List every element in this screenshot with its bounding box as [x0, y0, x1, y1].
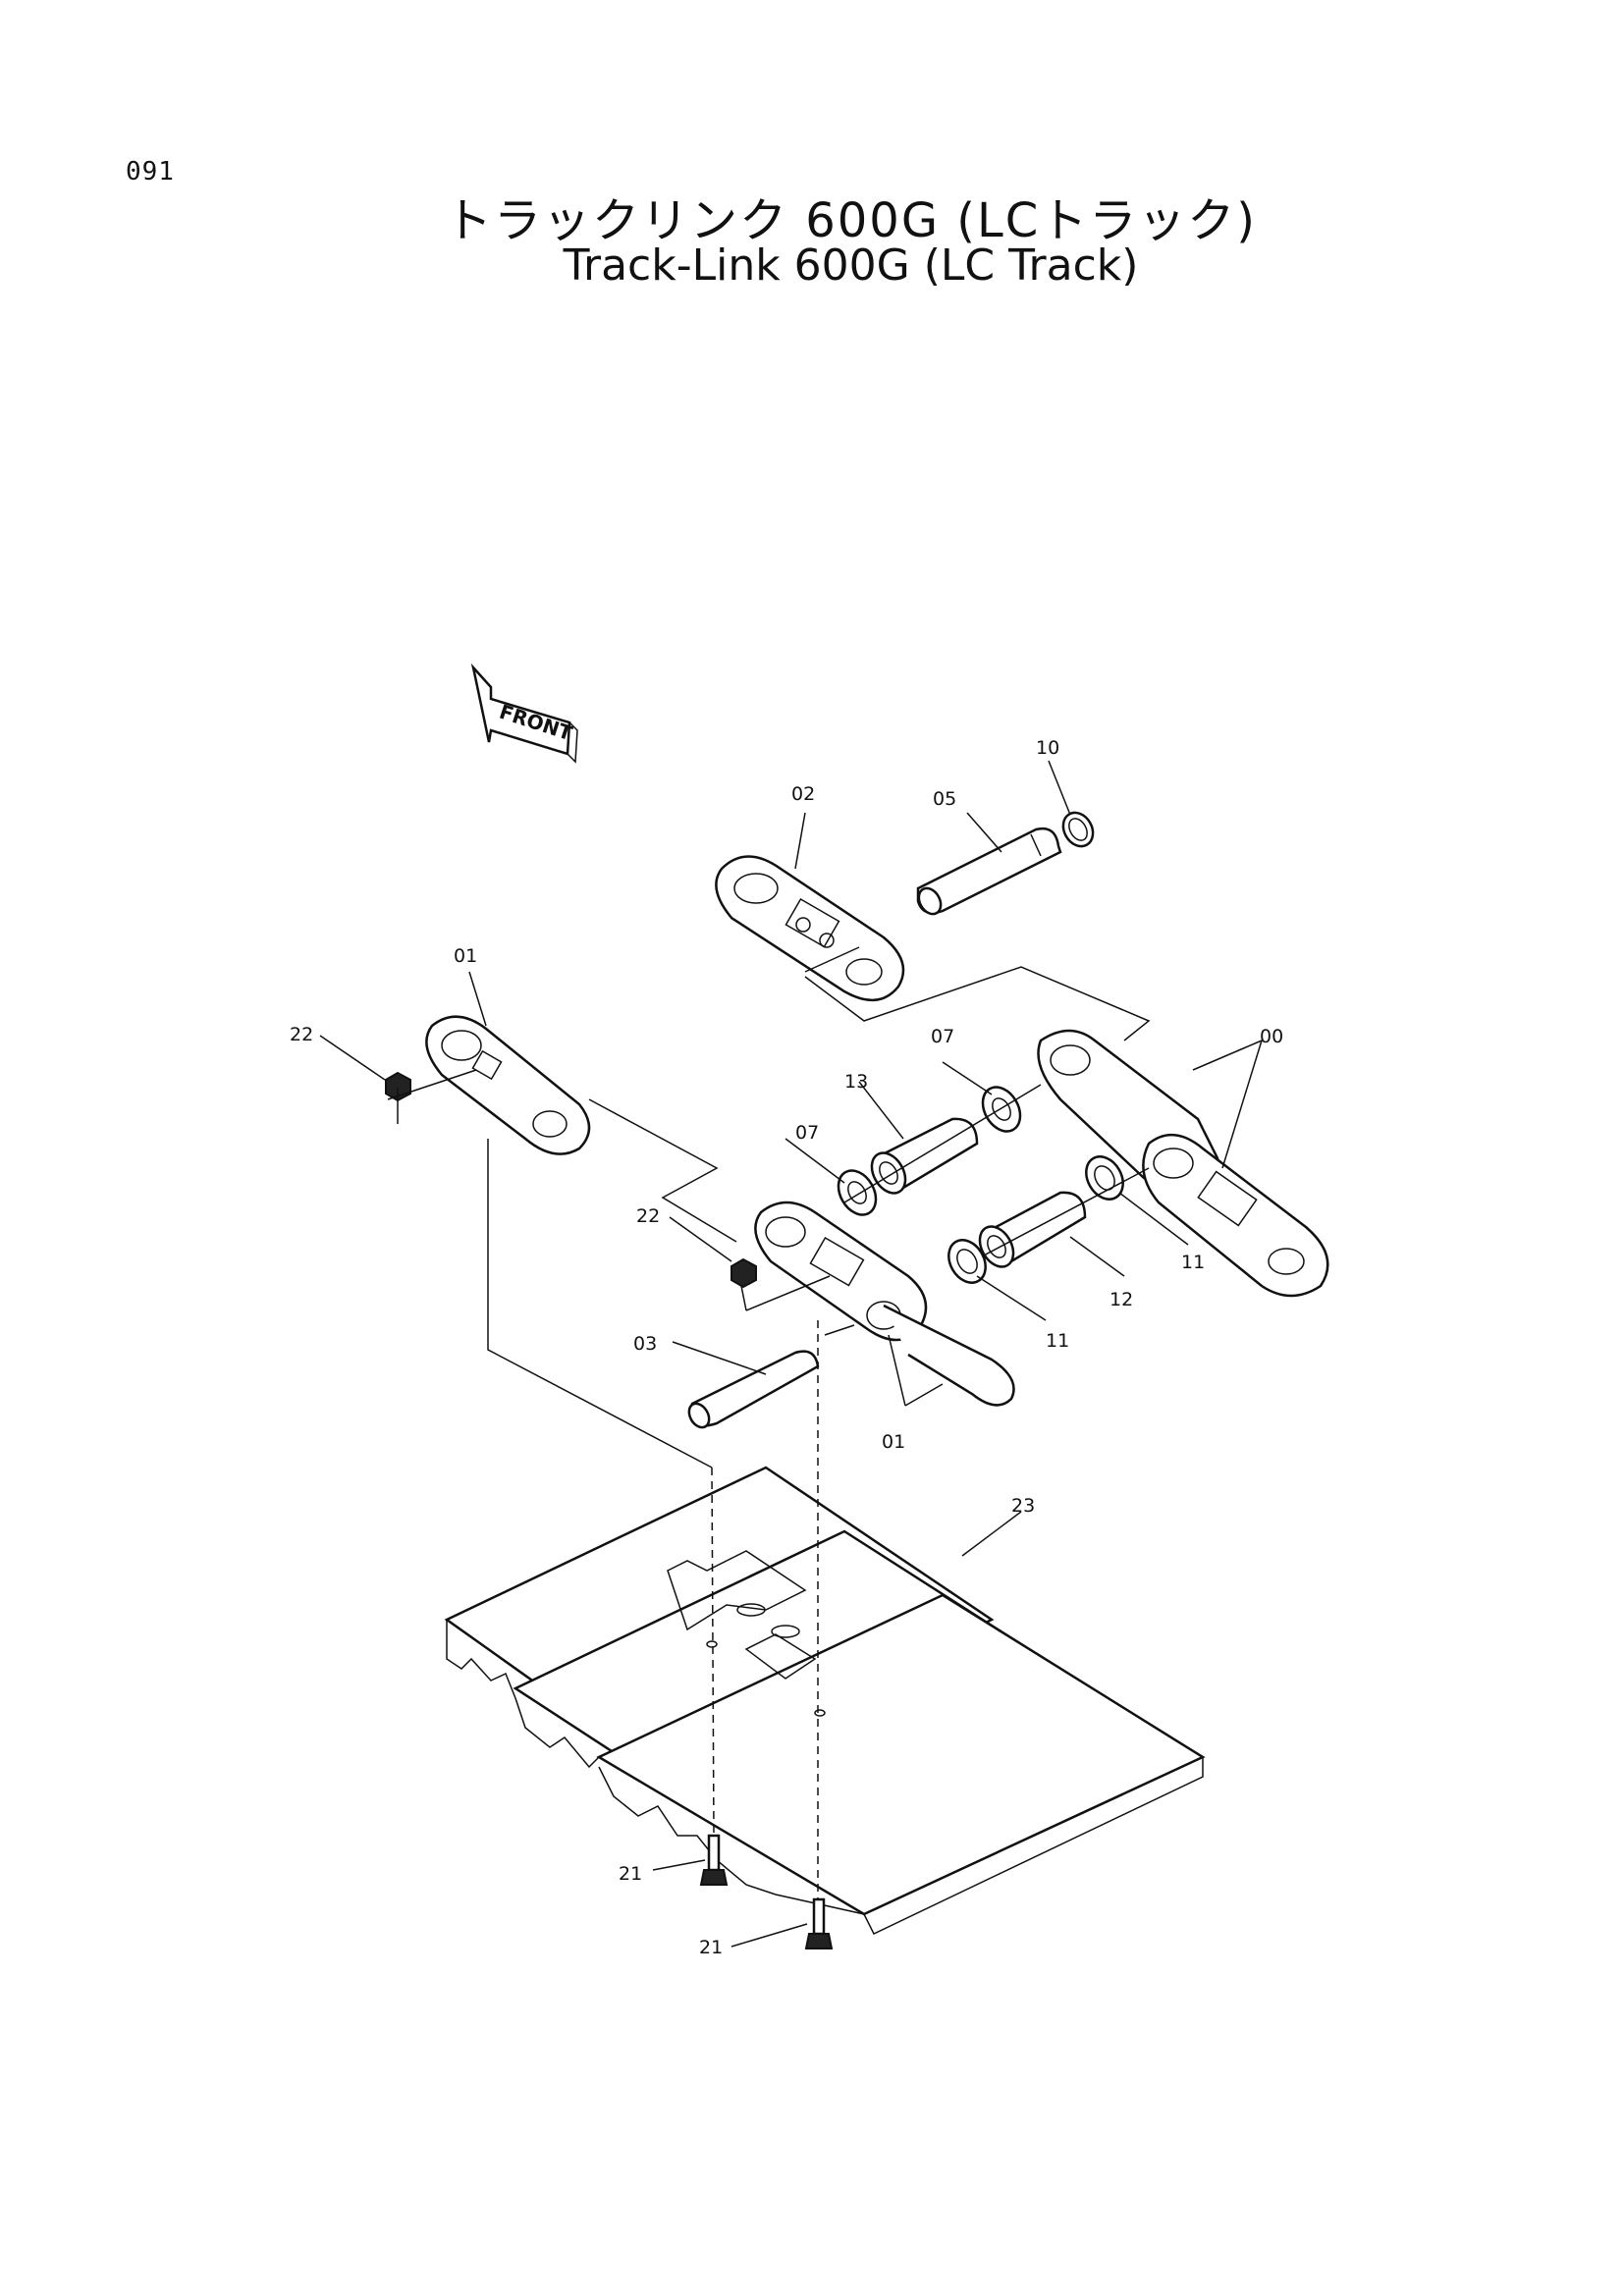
bolt-21-left [699, 1834, 729, 1886]
link-02 [715, 855, 905, 1002]
track-shoe-assembly [444, 1466, 1206, 1935]
callout-01-lower: 01 [882, 1431, 905, 1453]
callout-21-right: 21 [699, 1937, 723, 1958]
pin-05 [916, 827, 1062, 916]
callout-10: 10 [1036, 737, 1059, 759]
bushing-13 [870, 1117, 979, 1195]
callout-21-left: 21 [619, 1863, 642, 1885]
pin-03 [687, 1350, 820, 1429]
callout-11-left: 11 [1046, 1330, 1069, 1352]
callout-07-lower: 07 [795, 1122, 819, 1144]
callout-11-right: 11 [1181, 1252, 1205, 1273]
page-number: 091 [126, 157, 175, 187]
page-title-japanese: トラックリンク 600G (LCトラック) [444, 193, 1258, 248]
link-01-front [754, 1201, 1015, 1407]
bolt-21-right [804, 1897, 834, 1949]
hidden-lines [711, 1320, 819, 1899]
callout-23: 23 [1011, 1495, 1035, 1517]
callout-01-upper: 01 [454, 945, 477, 967]
callout-12: 12 [1109, 1289, 1133, 1310]
callout-13: 13 [844, 1071, 868, 1093]
callout-00: 00 [1260, 1026, 1283, 1047]
callout-22-left: 22 [290, 1024, 313, 1045]
seal-11-right [1085, 1155, 1124, 1201]
seal-07-lower [837, 1169, 878, 1216]
callout-07-upper: 07 [931, 1026, 954, 1047]
assembly-guide-lines [387, 946, 1151, 1468]
callout-02: 02 [791, 783, 815, 805]
callout-03: 03 [633, 1333, 657, 1355]
seal-11-left [947, 1239, 987, 1284]
callout-labels: 02 05 10 01 22 00 07 13 07 22 11 12 11 0… [290, 737, 1283, 1958]
front-arrow: FRONT [470, 663, 578, 764]
callout-05: 05 [933, 788, 956, 810]
leader-lines [319, 760, 1263, 1948]
retaining-ring-10 [1061, 811, 1095, 848]
page-title-english: Track-Link 600G (LC Track) [563, 240, 1139, 291]
bushing-12 [978, 1191, 1087, 1268]
callout-22-center: 22 [636, 1205, 660, 1227]
nut-22-center [730, 1257, 757, 1289]
link-01-left [425, 1015, 591, 1155]
link-pair-00 [1037, 1029, 1329, 1298]
